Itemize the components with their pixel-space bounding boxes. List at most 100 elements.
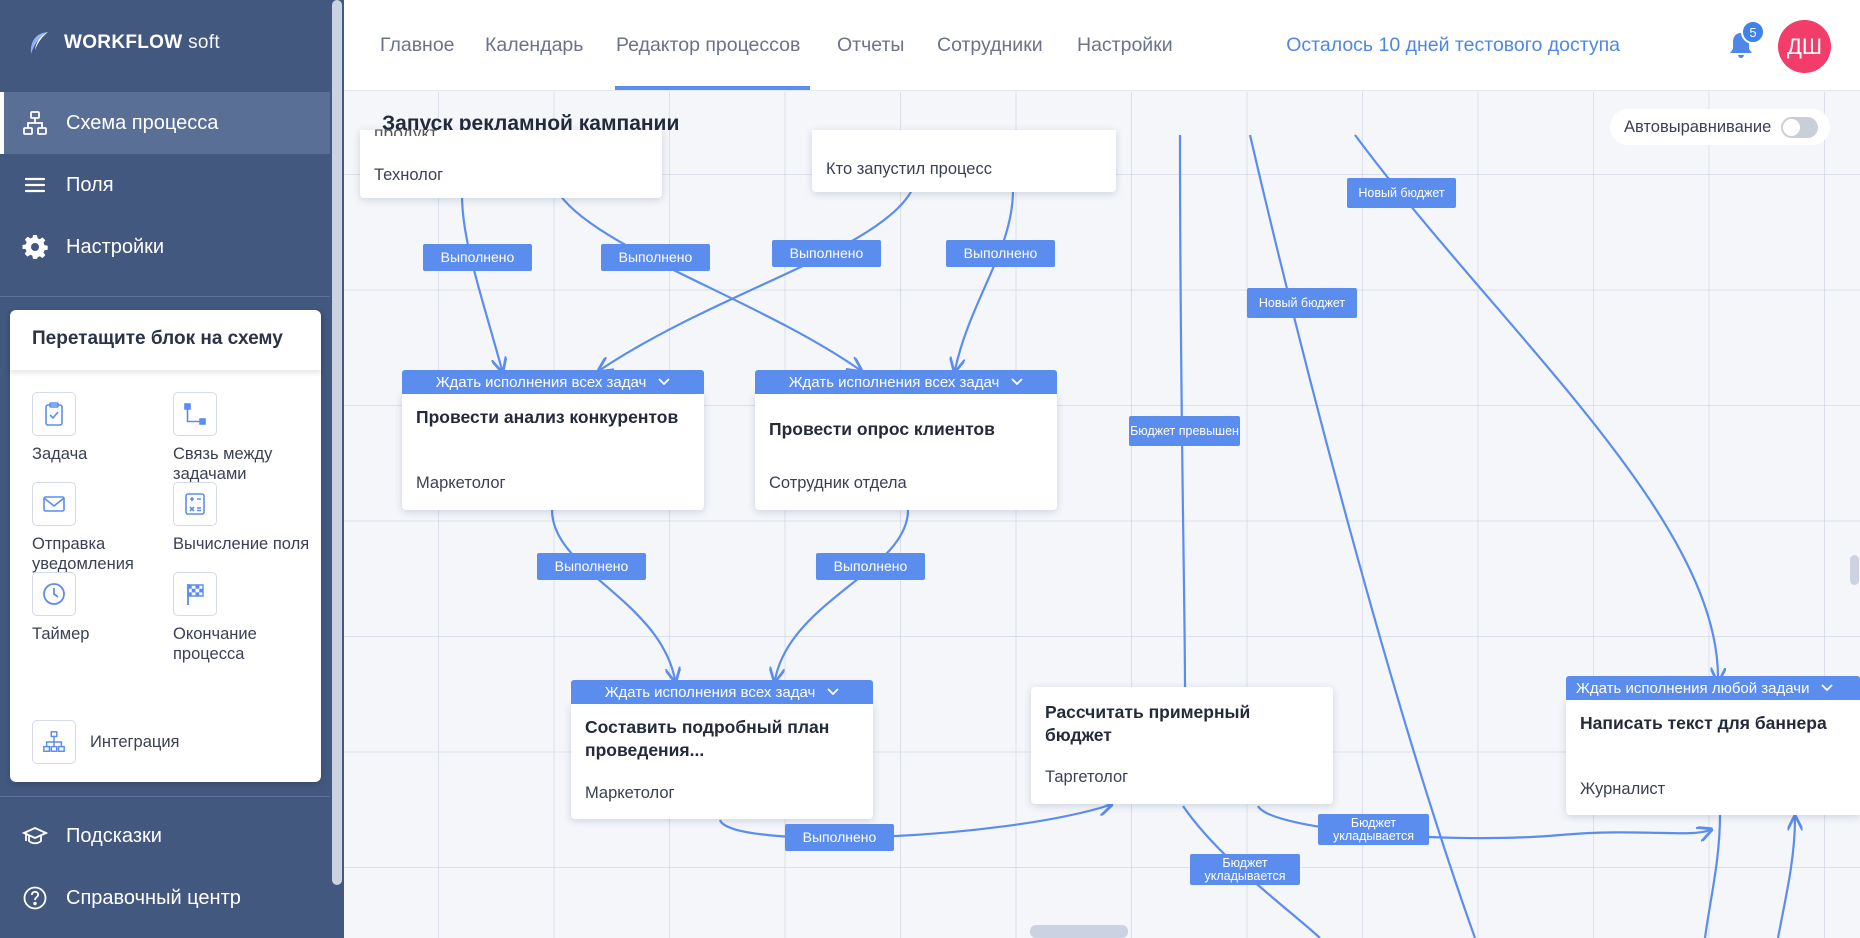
sidebar-nav: Схема процесса Поля Настройки	[0, 92, 330, 278]
autoalign-toggle[interactable]	[1781, 116, 1819, 138]
sidebar-item-fields[interactable]: Поля	[0, 154, 330, 216]
task-node-banner-text[interactable]: Ждать исполнения любой задачи Написать т…	[1566, 676, 1860, 815]
edge	[1776, 818, 1795, 938]
top-navigation: Главное Календарь Редактор процессов Отч…	[344, 0, 1860, 91]
connector-icon	[184, 403, 206, 425]
task-role: Маркетолог	[585, 784, 675, 802]
task-node-detailed-plan[interactable]: Ждать исполнения всех задач Составить по…	[571, 680, 873, 819]
sidebar: WORKFLOW soft Схема процесса Поля Настро…	[0, 0, 344, 938]
palette-item-label: Связь между задачами	[173, 445, 273, 483]
edge-label-done[interactable]: Выполнено	[423, 244, 532, 271]
edge	[775, 509, 910, 680]
clipboard-check-icon	[45, 402, 63, 426]
brand-name: WORKFLOW soft	[64, 32, 220, 53]
tab-settings[interactable]: Настройки	[1077, 34, 1173, 56]
palette-item-task[interactable]: Задача	[32, 392, 172, 464]
palette-item-label: Задача	[32, 445, 88, 463]
edge-label-budget-fits[interactable]: Бюджет укладывается	[1318, 814, 1429, 845]
tab-reports[interactable]: Отчеты	[837, 34, 905, 56]
edge	[1178, 134, 1187, 691]
user-avatar[interactable]: ДШ	[1778, 20, 1831, 73]
hierarchy-icon	[23, 111, 47, 135]
task-title: Провести анализ конкурентов	[416, 407, 679, 427]
edge	[1703, 814, 1722, 938]
palette-item-finish[interactable]: Окончание процесса	[173, 572, 313, 664]
tab-process-editor[interactable]: Редактор процессов	[616, 34, 801, 56]
sidebar-item-label: Настройки	[66, 235, 165, 258]
sidebar-item-label: Справочный центр	[66, 886, 241, 909]
task-node-customer-survey[interactable]: Ждать исполнения всех задач Провести опр…	[755, 370, 1057, 510]
chevron-down-icon	[1011, 378, 1023, 386]
palette-item-label: Таймер	[32, 625, 90, 643]
edge	[955, 189, 1015, 370]
edge-label-done[interactable]: Выполнено	[537, 553, 646, 580]
brand-logo[interactable]: WORKFLOW soft	[28, 30, 220, 56]
gear-icon	[22, 235, 48, 259]
wait-condition-header[interactable]: Ждать исполнения всех задач	[402, 370, 704, 394]
sidebar-item-hints[interactable]: Подсказки	[0, 805, 330, 867]
task-title: Составить подробный план проведения...	[585, 717, 830, 760]
task-title: Рассчитать примерный бюджет	[1045, 702, 1251, 745]
task-title: продукт	[374, 123, 438, 136]
wait-condition-header[interactable]: Ждать исполнения всех задач	[755, 370, 1057, 394]
graduation-cap-icon	[22, 827, 48, 845]
sidebar-item-process-scheme[interactable]: Схема процесса	[0, 92, 330, 154]
workflow-logo-icon	[30, 32, 48, 54]
task-role: Таргетолог	[1045, 768, 1129, 786]
palette-item-notification[interactable]: Отправка уведомления	[32, 482, 172, 574]
edge-label-done[interactable]: Выполнено	[946, 240, 1055, 267]
edge-label-new-budget[interactable]: Новый бюджет	[1247, 288, 1357, 318]
clock-icon	[43, 583, 65, 605]
palette-item-link[interactable]: Связь между задачами	[173, 392, 313, 484]
sidebar-divider	[0, 296, 330, 297]
palette-item-calculation[interactable]: Вычисление поля	[173, 482, 313, 554]
palette-item-timer[interactable]: Таймер	[32, 572, 172, 644]
chevron-down-icon	[827, 688, 839, 696]
task-role: Журналист	[1580, 780, 1666, 798]
active-tab-indicator	[615, 86, 810, 90]
integration-icon	[43, 731, 65, 752]
process-title[interactable]: Запуск рекламной кампании	[382, 112, 680, 135]
sidebar-divider	[0, 796, 330, 797]
edge	[600, 189, 913, 370]
finish-flag-icon	[187, 584, 204, 605]
edge	[550, 509, 675, 680]
edge-label-done[interactable]: Выполнено	[816, 553, 925, 580]
edge	[460, 194, 502, 370]
sidebar-item-label: Схема процесса	[66, 111, 219, 134]
task-role: Технолог	[374, 166, 444, 184]
edge-label-done[interactable]: Выполнено	[785, 824, 894, 851]
palette-item-integration[interactable]: Интеграция	[32, 720, 292, 764]
edge-label-done[interactable]: Выполнено	[772, 240, 881, 267]
envelope-icon	[43, 496, 65, 512]
tab-calendar[interactable]: Календарь	[485, 34, 584, 56]
task-node-launcher[interactable]: Кто запустил процесс	[812, 130, 1116, 192]
tab-main[interactable]: Главное	[380, 34, 455, 56]
menu-lines-icon	[24, 177, 46, 193]
edge	[559, 194, 860, 370]
palette-item-label: Интеграция	[90, 733, 180, 751]
task-node-competitor-analysis[interactable]: Ждать исполнения всех задач Провести ана…	[402, 370, 704, 510]
edge	[1257, 805, 1710, 838]
edge-label-budget-fits[interactable]: Бюджет укладывается	[1190, 854, 1300, 885]
tab-employees[interactable]: Сотрудники	[937, 34, 1043, 56]
edge-label-done[interactable]: Выполнено	[601, 244, 710, 271]
question-circle-icon	[23, 886, 47, 910]
task-node-budget-estimate[interactable]: Рассчитать примерный бюджет Таргетолог	[1031, 687, 1333, 804]
canvas-horizontal-scrollbar[interactable]	[1030, 925, 1128, 938]
chevron-down-icon	[658, 378, 670, 386]
canvas-vertical-scrollbar[interactable]	[1850, 555, 1859, 585]
sidebar-item-help-center[interactable]: Справочный центр	[0, 867, 330, 929]
sidebar-item-settings[interactable]: Настройки	[0, 216, 330, 278]
edge-label-new-budget[interactable]: Новый бюджет	[1347, 178, 1456, 208]
task-role: Кто запустил процесс	[826, 160, 992, 178]
sidebar-scrollbar[interactable]	[332, 0, 342, 885]
task-node-product[interactable]: продукт Технолог	[360, 123, 662, 198]
trial-notice-link[interactable]: Осталось 10 дней тестового доступа	[1286, 34, 1620, 56]
edge-label-budget-exceeded[interactable]: Бюджет превышен	[1129, 416, 1240, 446]
wait-condition-header[interactable]: Ждать исполнения всех задач	[571, 680, 873, 704]
sidebar-bottom-nav: Подсказки Справочный центр	[0, 805, 330, 929]
task-title: Провести опрос клиентов	[769, 419, 995, 439]
wait-condition-header[interactable]: Ждать исполнения любой задачи	[1566, 676, 1860, 700]
notification-count-badge: 5	[1741, 20, 1765, 44]
